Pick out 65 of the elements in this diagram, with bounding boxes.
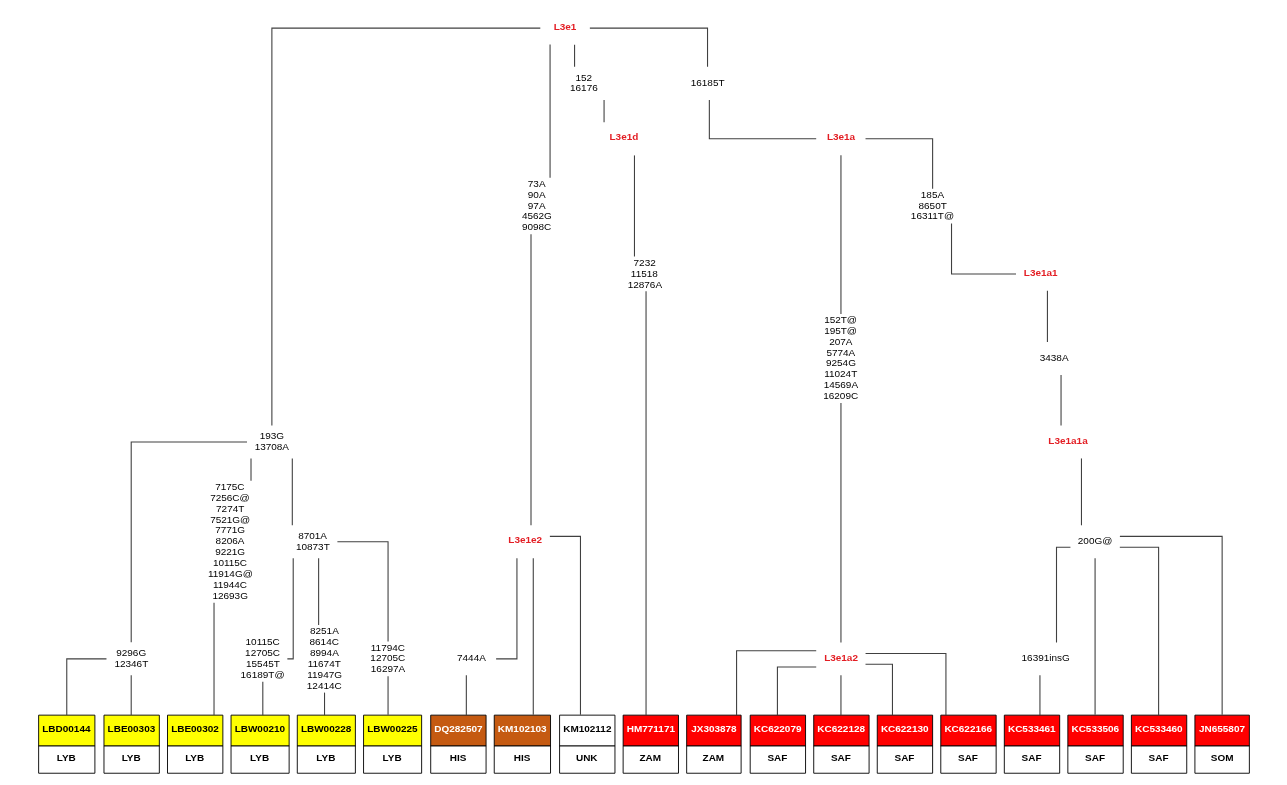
node-text: L3e1a1 [1023, 266, 1058, 278]
connector [261, 681, 263, 716]
connector [645, 290, 647, 716]
connector [549, 43, 551, 179]
connector [270, 27, 541, 427]
node-text: 9296G 12346T [113, 646, 148, 669]
node-text: 10115C 12705C 15545T 16189T@ [240, 636, 285, 680]
node-text: L3e1d [609, 131, 638, 143]
connector [1118, 546, 1159, 716]
connector [336, 541, 389, 643]
connector [588, 27, 708, 68]
connector [864, 652, 946, 716]
connector [130, 674, 132, 716]
connector [864, 138, 933, 190]
node-text: 152 16176 [569, 71, 598, 94]
connector [465, 674, 467, 716]
node-text: 11794C 12705C 16297A [369, 641, 405, 675]
node-text: 152T@ 195T@ 207A 5774A 9254G 11024T 14569A 16209C [822, 313, 858, 402]
connector [548, 535, 581, 716]
connector [249, 457, 252, 482]
connector [839, 154, 841, 315]
connector [839, 674, 841, 716]
node-text: L3e1 [553, 20, 576, 32]
connector [532, 557, 534, 716]
node-text: L3e1a [826, 131, 855, 143]
node-text: 7444A [456, 652, 486, 664]
connector [212, 602, 215, 716]
connector [708, 99, 817, 140]
node-text: 73A 90A 97A 4562G 9098C [521, 177, 552, 233]
connector [950, 222, 1017, 275]
connector [776, 666, 817, 716]
connector [1080, 457, 1082, 526]
connector [130, 441, 248, 643]
node-text: 16185T [690, 77, 725, 88]
connector [1046, 290, 1048, 343]
connector [495, 557, 517, 660]
connector [735, 650, 817, 716]
connector [1060, 374, 1062, 427]
connector [387, 675, 389, 716]
connector [573, 44, 575, 68]
connector [1118, 535, 1223, 716]
node-text: 7175C 7256C@ 7274T 7521G@ 7771G 8206A 9221G 10115C 11914G@ 11944C 12693G [207, 480, 253, 601]
connector [291, 457, 293, 526]
connector [1038, 674, 1040, 716]
node-text: L3e1e2 [507, 534, 542, 546]
connector [603, 99, 605, 123]
node-text: L3e1a1a [1047, 434, 1088, 446]
node-text: 8251A 8614C 8994A 11674T 11947G 12414C [306, 625, 342, 691]
node-text: 3438A [1039, 352, 1069, 364]
node-text: 200G@ [1077, 535, 1112, 547]
connector [1055, 546, 1071, 643]
node-text: 8701A 10873T [295, 529, 330, 552]
node-text: 7232 11518 12876A [627, 256, 662, 290]
node-text: L3e1a2 [823, 651, 858, 663]
connector [323, 692, 325, 716]
connector [839, 402, 841, 643]
connector [65, 658, 107, 716]
connector [317, 557, 319, 626]
connector [633, 154, 635, 258]
node-text: 16391insG [1021, 652, 1070, 664]
connector [1094, 557, 1096, 716]
node-text: 193G 13708A [254, 430, 289, 452]
node-text: 185A 8650T 16311T@ [910, 188, 954, 222]
connector [864, 663, 893, 716]
connector [529, 233, 532, 526]
